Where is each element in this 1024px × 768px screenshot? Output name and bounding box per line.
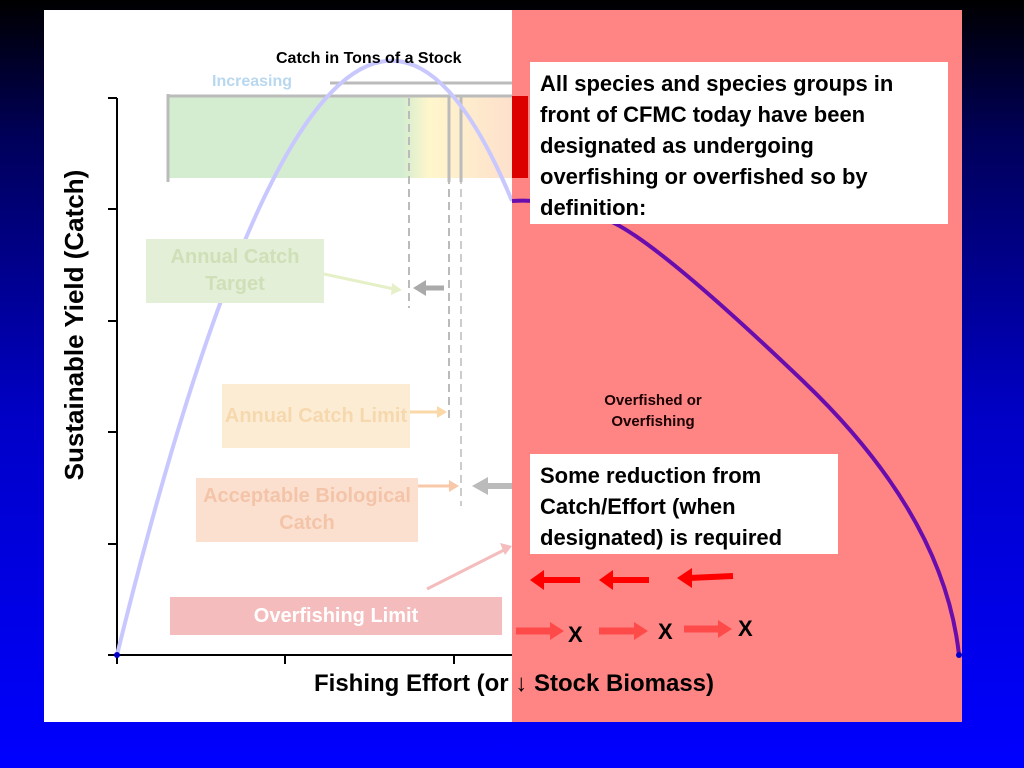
act-pointer-head xyxy=(391,283,402,295)
act-pointer-arrow xyxy=(323,272,395,291)
left-arrow-icon xyxy=(677,568,734,588)
y-axis-label: Sustainable Yield (Catch) xyxy=(59,169,89,481)
y-axis-ticks xyxy=(108,97,117,656)
cfmc-designation-note: All species and species groups in front … xyxy=(530,62,948,224)
increasing-label: Increasing xyxy=(212,73,293,90)
acl-pointer-head xyxy=(437,406,447,418)
slide-canvas: Catch in Tons of a Stock Increasing Sust… xyxy=(44,10,962,722)
annual-catch-limit-label: Annual Catch Limit xyxy=(224,404,408,427)
ofl-pointer-head xyxy=(500,543,512,555)
abc-pointer-head xyxy=(449,480,459,492)
x-axis-label: Fishing Effort (or ↓ Stock Biomass) xyxy=(313,670,715,697)
acceptable-biological-catch-box: Acceptable Biological Catch xyxy=(196,478,418,542)
overfishing-limit-box: Overfishing Limit xyxy=(170,597,502,635)
yield-curve-left xyxy=(115,58,514,656)
catch-zone-band xyxy=(168,96,512,178)
reduction-required-note: Some reduction from Catch/Effort (when d… xyxy=(530,454,838,554)
yield-diagram xyxy=(108,58,960,664)
curve-end-dot xyxy=(956,652,962,658)
x-mark: X xyxy=(568,622,583,647)
red-zone-segment xyxy=(512,96,528,178)
right-arrow-icon xyxy=(599,622,648,640)
curve-origin-dot xyxy=(114,652,120,658)
x-mark: X xyxy=(738,616,753,641)
x-mark: X xyxy=(658,619,673,644)
top-caption: Catch in Tons of a Stock xyxy=(276,50,462,67)
right-arrow-icon xyxy=(684,620,732,638)
overfished-status-label: Overfished or Overfishing xyxy=(604,392,702,430)
annual-catch-target-label: Annual Catch Target xyxy=(170,246,300,295)
annual-catch-target-box: Annual Catch Target xyxy=(146,239,324,303)
acceptable-biological-catch-label: Acceptable Biological Catch xyxy=(203,485,411,534)
abc-gray-arrow-head xyxy=(472,477,488,495)
act-gray-arrow-head xyxy=(413,280,426,296)
left-arrow-icon xyxy=(530,570,580,590)
right-arrow-icon xyxy=(516,622,564,640)
ofl-pointer-arrow xyxy=(426,548,505,591)
left-arrow-icon xyxy=(599,570,649,590)
annual-catch-limit-box: Annual Catch Limit xyxy=(222,384,410,448)
overfishing-limit-label: Overfishing Limit xyxy=(253,604,419,627)
